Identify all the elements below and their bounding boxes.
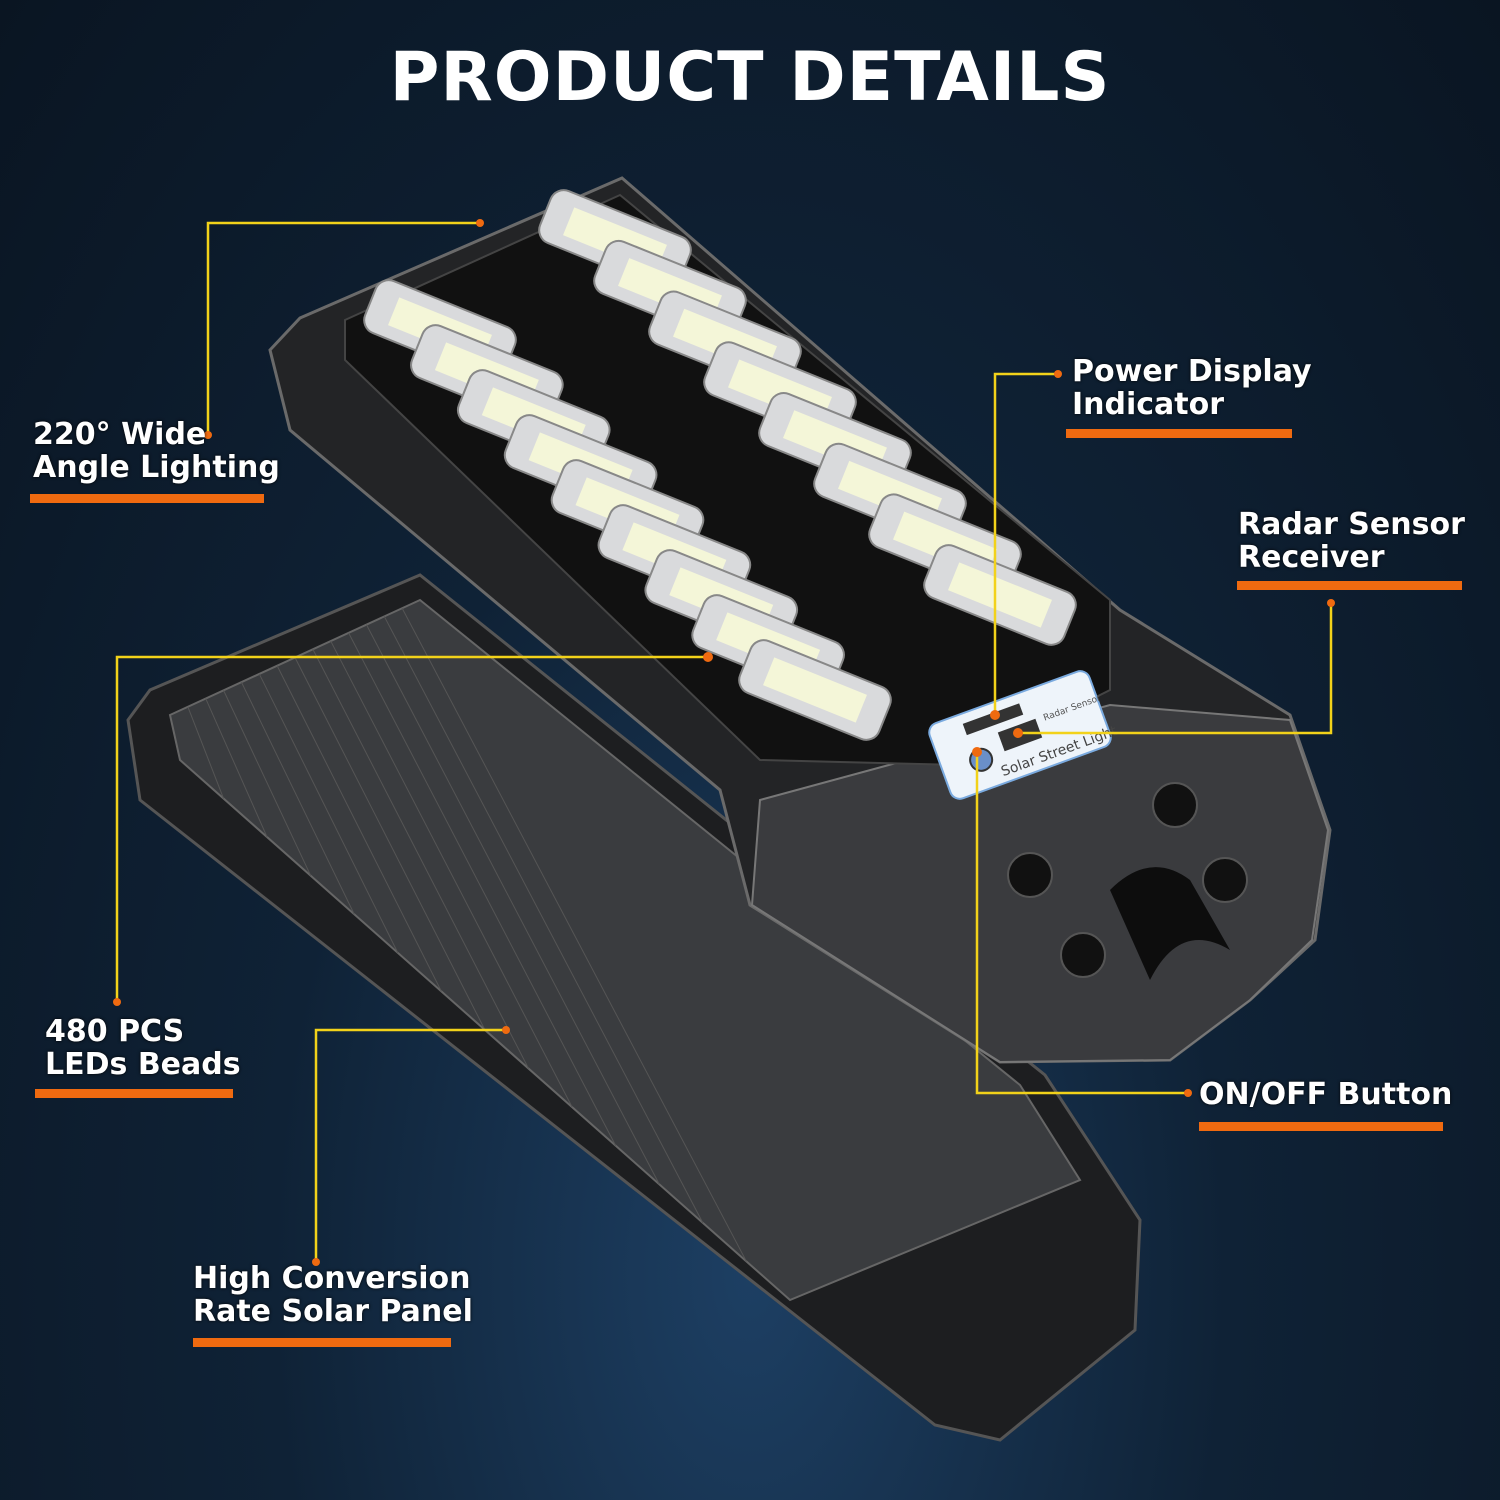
leader-line-onoff: [975, 752, 1188, 1095]
mount-hole: [1152, 782, 1198, 828]
callout-power-display: Power Display Indicator: [1072, 355, 1312, 421]
mount-hole: [1007, 852, 1053, 898]
solar-cell-line: [187, 706, 225, 799]
underline: [193, 1338, 451, 1347]
callout-line2: LEDs Beads: [45, 1047, 241, 1082]
solar-cell-line: [205, 698, 268, 838]
callout-line1: ON/OFF Button: [1199, 1077, 1453, 1112]
solar-cell-line: [240, 681, 355, 915]
leader-line-wide-angle: [206, 221, 480, 435]
solar-cell-line: [223, 690, 312, 876]
callout-line2: Angle Lighting: [33, 450, 280, 485]
leader-line-solar: [314, 1028, 506, 1262]
underline: [1066, 429, 1292, 438]
mount-hole: [1202, 857, 1248, 903]
solar-cell-line: [258, 673, 399, 954]
led-bead-array: [948, 562, 1052, 628]
underline: [1199, 1122, 1443, 1131]
callout-radar-sensor: Radar Sensor Receiver: [1238, 508, 1465, 574]
solar-cell-line: [276, 665, 442, 992]
callout-line1: 480 PCS: [45, 1014, 185, 1049]
callout-wide-angle: 220° Wide Angle Lighting: [33, 418, 280, 484]
underline: [35, 1089, 233, 1098]
solar-cell-line: [383, 616, 704, 1224]
underline: [1237, 581, 1462, 590]
solar-cell-line: [401, 607, 747, 1262]
leader-line-leds: [115, 655, 708, 1002]
callout-line2: Rate Solar Panel: [193, 1294, 473, 1329]
pole-slot: [1110, 867, 1230, 980]
led-bead-array: [763, 657, 867, 723]
mount-hole: [1060, 932, 1106, 978]
page-title: PRODUCT DETAILS: [389, 38, 1111, 117]
solar-cell-line: [348, 632, 617, 1146]
underline: [30, 494, 264, 503]
callout-line1: 220° Wide: [33, 417, 207, 452]
solar-cell-line: [330, 640, 573, 1108]
callout-solar-panel: High Conversion Rate Solar Panel: [193, 1262, 473, 1328]
callout-led-beads: 480 PCS LEDs Beads: [45, 1015, 241, 1081]
solar-panel-cells: [168, 598, 1082, 1302]
callout-line2: Indicator: [1072, 387, 1225, 422]
leader-line-power-display: [993, 372, 1058, 715]
callout-line2: Receiver: [1238, 540, 1385, 575]
callout-line1: Radar Sensor: [1238, 507, 1465, 542]
callout-line1: High Conversion: [193, 1261, 471, 1296]
solar-cell-line: [365, 624, 660, 1185]
leader-line-radar: [1018, 603, 1333, 735]
callout-onoff-button: ON/OFF Button: [1199, 1078, 1452, 1111]
solar-cell-line: [294, 657, 486, 1031]
solar-cell-line: [312, 649, 530, 1069]
callout-line1: Power Display: [1072, 354, 1312, 389]
